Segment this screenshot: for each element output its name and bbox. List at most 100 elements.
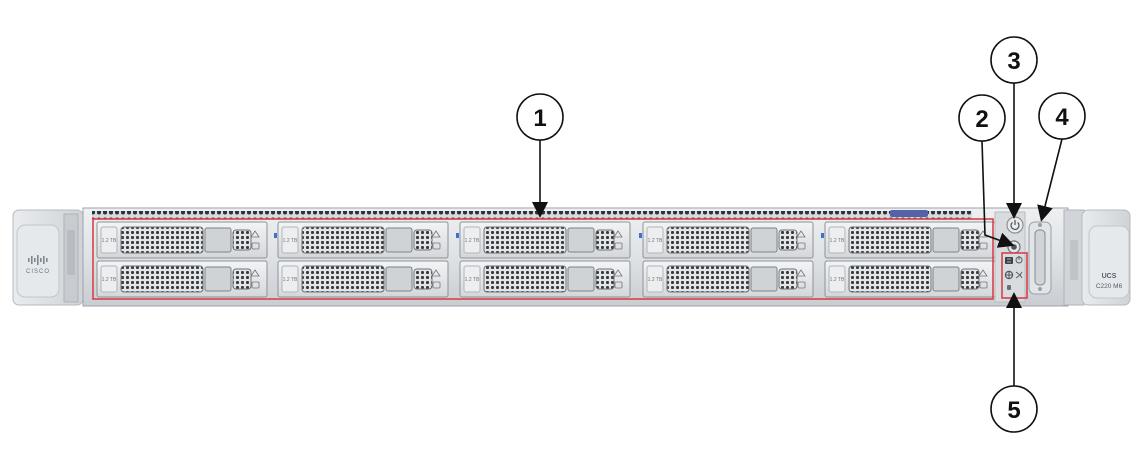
drive-capacity-label: 1.2 TB [102, 238, 117, 244]
drive-activity-icon [979, 281, 988, 289]
drive-label-plate [828, 226, 846, 254]
drive-vent-grille [666, 265, 750, 293]
drive-vent-grille [301, 265, 385, 293]
top-vent-strip [92, 211, 972, 219]
kvm-connector-icon [1034, 229, 1046, 286]
bay-divider-marker [456, 233, 459, 238]
right-rack-ear: UCS C220 M6 [1063, 209, 1131, 306]
drive-small-grille [413, 268, 433, 290]
drive-bay[interactable]: 1.2 TB [642, 260, 814, 298]
drive-activity-icon [251, 281, 260, 289]
status-led-panel-icon [1004, 256, 1023, 290]
drive-label-plate [463, 226, 481, 254]
unit-id-button[interactable] [1007, 240, 1021, 254]
callout-1-label: 1 [533, 105, 546, 132]
callout-3-label: 3 [1007, 48, 1020, 75]
drive-label-plate [281, 226, 299, 254]
drive-bay[interactable]: 1.2 TB [824, 221, 996, 259]
model-name-text: UCS [1102, 273, 1117, 280]
pull-tab [890, 210, 928, 217]
drive-label-plate [281, 265, 299, 293]
drive-bay[interactable]: 1.2 TB [277, 260, 449, 298]
drive-label-plate [463, 265, 481, 293]
drive-small-grille [960, 229, 980, 251]
drive-bay[interactable]: 1.2 TB [642, 221, 814, 259]
drive-small-grille [232, 268, 252, 290]
drive-bay[interactable]: 1.2 TB [96, 221, 268, 259]
drive-small-grille [595, 229, 615, 251]
drive-warning-icon [250, 269, 260, 277]
drive-bay[interactable]: 1.2 TB [824, 260, 996, 298]
drive-label-plate [646, 226, 664, 254]
drive-warning-icon [431, 269, 441, 277]
drive-capacity-label: 1.2 TB [283, 277, 298, 283]
drive-capacity-label: 1.2 TB [102, 277, 117, 283]
drive-vent-grille [483, 226, 567, 254]
callout-5: 5 [990, 292, 1038, 433]
drive-latch[interactable] [750, 227, 778, 253]
drive-activity-icon [432, 281, 441, 289]
drive-activity-icon [797, 242, 806, 250]
cisco-brand-text: CISCO [26, 269, 50, 275]
drive-small-grille [413, 229, 433, 251]
drive-capacity-label: 1.2 TB [465, 277, 480, 283]
drive-bay[interactable]: 1.2 TB [459, 260, 631, 298]
drive-small-grille [960, 268, 980, 290]
drive-warning-icon [613, 230, 623, 238]
drive-bay[interactable]: 1.2 TB [96, 260, 268, 298]
drive-label-plate [100, 265, 118, 293]
drive-bay-array: 1.2 TB 1.2 TB 1.2 TB 1.2 TB 1.2 TB 1.2 TB 1.2 … [96, 221, 996, 298]
drive-latch[interactable] [932, 227, 960, 253]
drive-warning-icon [796, 269, 806, 277]
drive-capacity-label: 1.2 TB [283, 238, 298, 244]
drive-latch[interactable] [385, 266, 413, 292]
drive-vent-grille [848, 265, 932, 293]
drive-activity-icon [979, 242, 988, 250]
callout-2-label: 2 [975, 106, 988, 133]
drive-latch[interactable] [204, 266, 232, 292]
drive-vent-grille [483, 265, 567, 293]
bay-divider-marker [639, 233, 642, 238]
power-button[interactable] [1006, 216, 1024, 234]
drive-small-grille [232, 229, 252, 251]
left-rack-ear: CISCO [12, 209, 84, 306]
callout-5-label: 5 [1007, 397, 1020, 424]
drive-latch[interactable] [385, 227, 413, 253]
drive-activity-icon [432, 242, 441, 250]
callout-2: 2 [958, 94, 1015, 248]
drive-warning-icon [431, 230, 441, 238]
drive-capacity-label: 1.2 TB [830, 277, 845, 283]
control-panel [994, 211, 1026, 303]
drive-small-grille [595, 268, 615, 290]
drive-latch[interactable] [932, 266, 960, 292]
drive-vent-grille [301, 226, 385, 254]
callout-1: 1 [516, 93, 564, 218]
drive-small-grille [778, 268, 798, 290]
drive-vent-grille [848, 226, 932, 254]
callout-4-label: 4 [1055, 104, 1069, 131]
drive-activity-icon [251, 242, 260, 250]
drive-capacity-label: 1.2 TB [830, 238, 845, 244]
kvm-connector[interactable] [1028, 221, 1052, 295]
drive-bay[interactable]: 1.2 TB [277, 221, 449, 259]
drive-warning-icon [978, 269, 988, 277]
drive-capacity-label: 1.2 TB [648, 277, 663, 283]
drive-bays-highlight [92, 218, 994, 300]
unit-id-button-icon [1011, 244, 1017, 250]
drive-vent-grille [120, 226, 204, 254]
drive-warning-icon [250, 230, 260, 238]
power-button-icon [1010, 220, 1020, 231]
drive-vent-grille [120, 265, 204, 293]
drive-latch[interactable] [750, 266, 778, 292]
drive-latch[interactable] [567, 266, 595, 292]
drive-warning-icon [796, 230, 806, 238]
drive-latch[interactable] [567, 227, 595, 253]
drive-label-plate [100, 226, 118, 254]
drive-latch[interactable] [204, 227, 232, 253]
drive-capacity-label: 1.2 TB [465, 238, 480, 244]
drive-capacity-label: 1.2 TB [648, 238, 663, 244]
drive-vent-grille [666, 226, 750, 254]
drive-bay[interactable]: 1.2 TB [459, 221, 631, 259]
drive-small-grille [778, 229, 798, 251]
